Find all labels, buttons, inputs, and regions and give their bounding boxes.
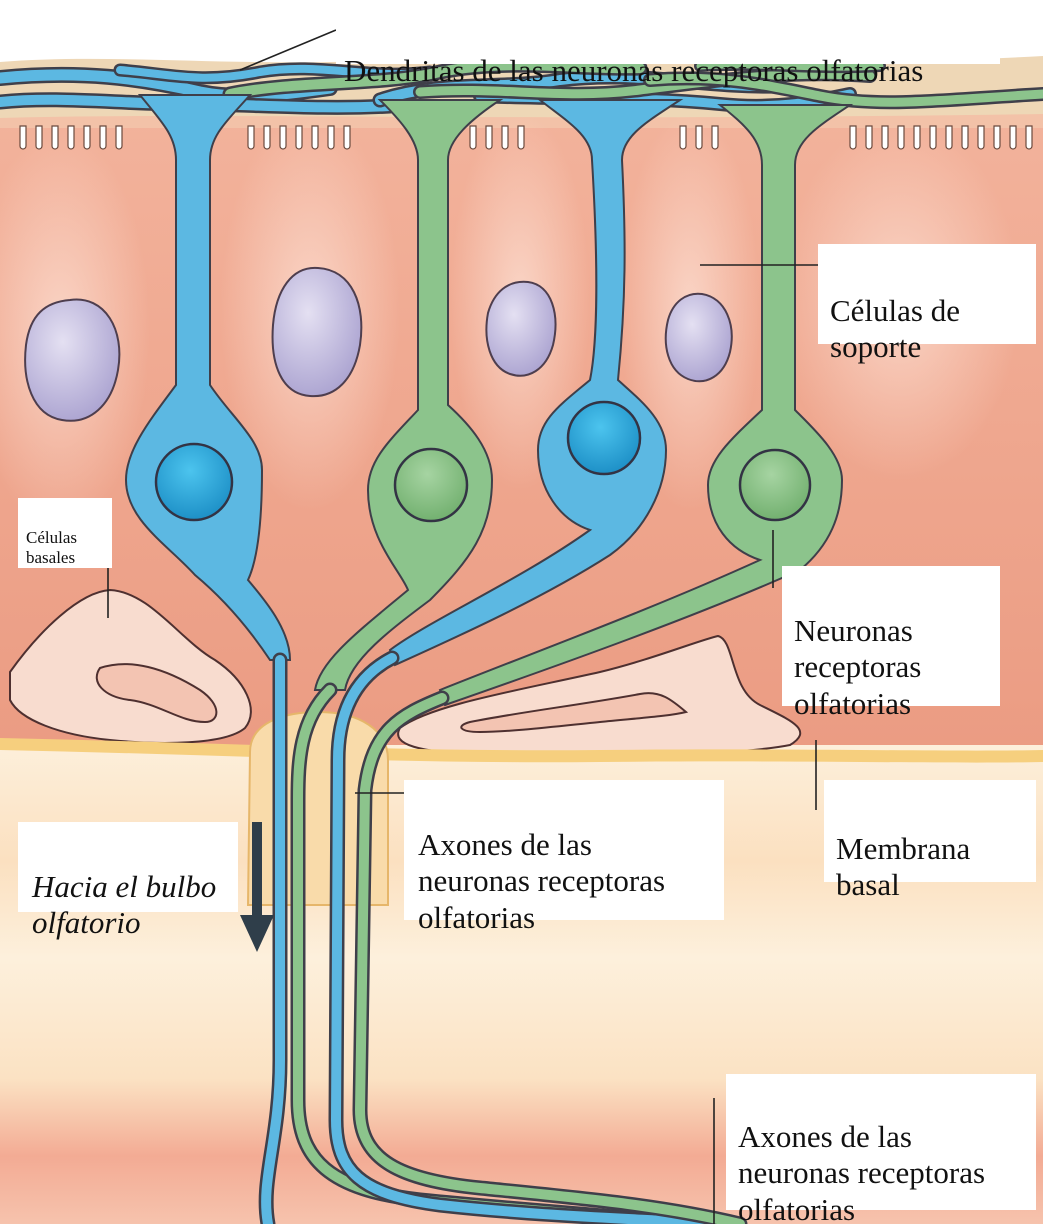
receptor-neuron-nucleus [740,450,810,520]
label-support-cells: Células de soporte [818,244,1036,344]
support-cell-nucleus [486,282,555,376]
label-receptor-neurons-text: Neuronas receptoras olfatorias [794,613,988,723]
label-support-cells-text: Células de soporte [830,293,1024,366]
label-receptor-neurons: Neuronas receptoras olfatorias [782,566,1000,706]
label-axons-middle-text: Axones de las neuronas receptoras olfato… [418,827,710,937]
label-toward-bulb: Hacia el bulbo olfatorio [18,822,238,912]
receptor-neuron-nucleus [395,449,467,521]
label-basement-membrane-text: Membrana basal [836,831,1024,904]
support-cell-nucleus [25,300,119,421]
label-toward-bulb-text: Hacia el bulbo olfatorio [32,869,224,942]
label-axons-bottom: Axones de las neuronas receptoras olfato… [726,1074,1036,1210]
label-basal-cells-text: Células basales [26,528,104,568]
support-cell-nucleus [273,268,362,396]
label-axons-middle: Axones de las neuronas receptoras olfato… [404,780,724,920]
support-cell-nucleus [666,294,732,381]
label-basal-cells: Células basales [18,498,112,568]
label-axons-bottom-text: Axones de las neuronas receptoras olfato… [738,1119,1024,1224]
label-basement-membrane: Membrana basal [824,780,1036,882]
label-dendrites: Dendritas de las neuronas receptoras olf… [336,12,1000,64]
receptor-neuron-nucleus [156,444,232,520]
label-dendrites-text: Dendritas de las neuronas receptoras olf… [344,53,992,90]
receptor-neuron-nucleus [568,402,640,474]
